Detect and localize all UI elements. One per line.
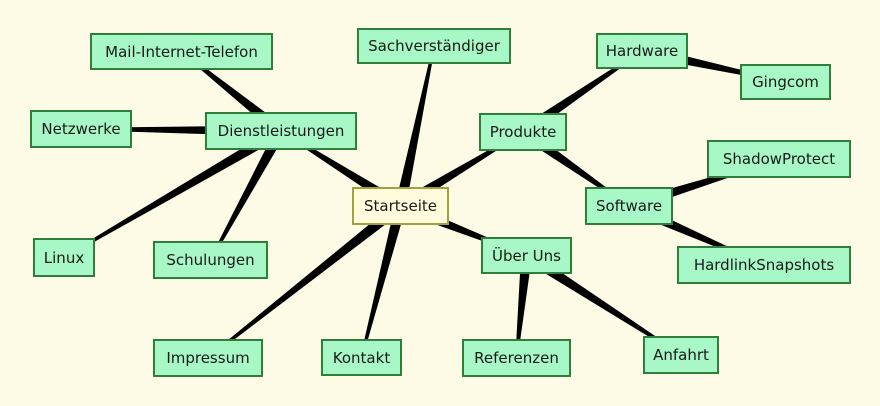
node-ueberuns[interactable]: Über Uns [481,237,572,274]
edge-ueberuns-referenzen [515,254,532,359]
node-software[interactable]: Software [585,187,673,225]
edge-ueberuns-anfahrt [523,250,682,357]
node-schulungen[interactable]: Schulungen [153,241,268,279]
node-mail[interactable]: Mail-Internet-Telefon [90,33,273,70]
node-hardlink[interactable]: HardlinkSnapshots [677,246,851,284]
node-produkte[interactable]: Produkte [479,113,567,151]
edge-startseite-kontakt [360,204,406,358]
node-kontakt[interactable]: Kontakt [321,339,402,376]
node-shadowprotect[interactable]: ShadowProtect [707,140,851,178]
node-sachverstaendiger[interactable]: Sachverständiger [357,28,511,64]
node-startseite[interactable]: Startseite [352,187,449,225]
node-anfahrt[interactable]: Anfahrt [643,336,719,374]
node-dienstleistungen[interactable]: Dienstleistungen [205,112,357,150]
node-impressum[interactable]: Impressum [153,339,263,377]
edge-dienstleistungen-schulungen [209,128,286,261]
edge-startseite-sachverstaendiger [395,45,436,208]
node-referenzen[interactable]: Referenzen [462,339,571,377]
node-netzwerke[interactable]: Netzwerke [30,110,132,148]
edge-startseite-impressum [207,201,404,359]
node-linux[interactable]: Linux [33,238,95,277]
node-hardware[interactable]: Hardware [596,33,688,69]
edge-dienstleistungen-linux [63,126,284,259]
node-gingcom[interactable]: Gingcom [740,64,831,100]
